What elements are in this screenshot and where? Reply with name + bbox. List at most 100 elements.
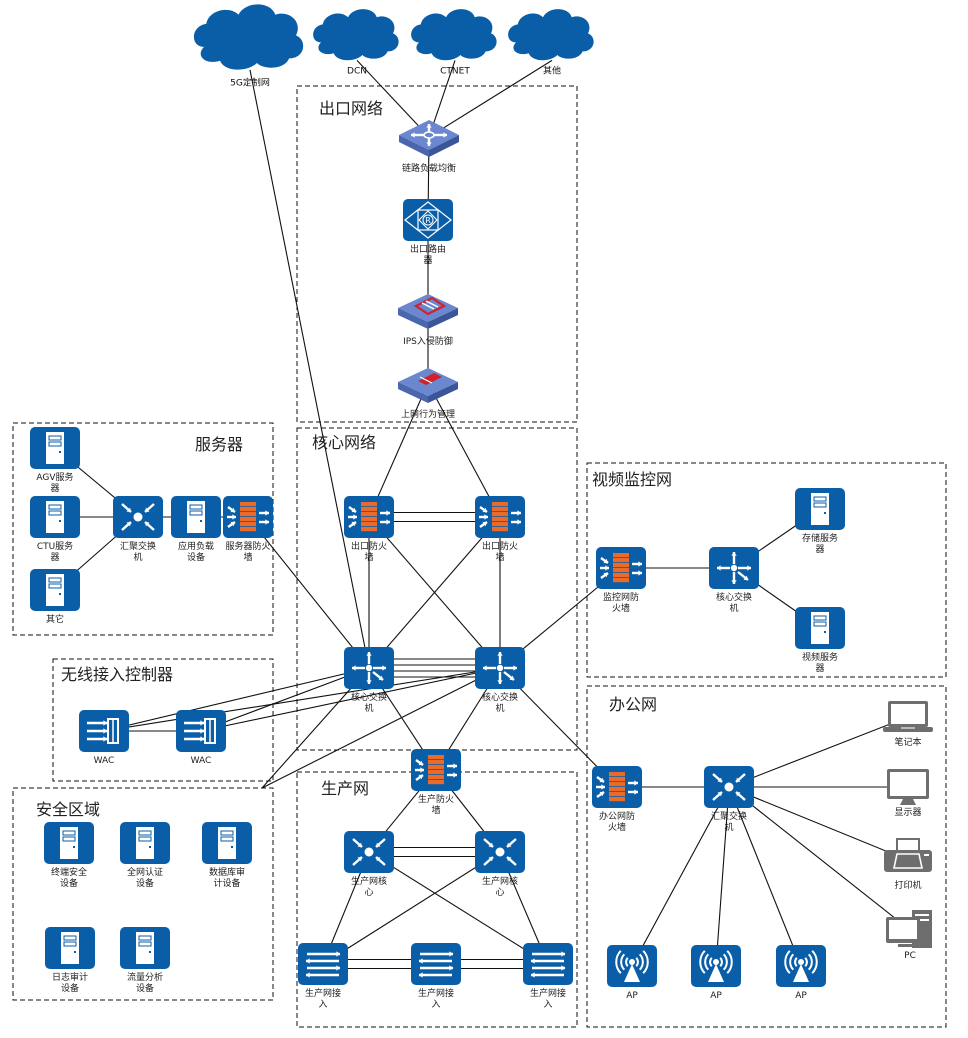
node-label: 墙 (431, 804, 440, 816)
node-srv_other[interactable]: 其它 (30, 569, 80, 625)
access-switch-icon (411, 943, 461, 985)
node-label: 器 (50, 552, 59, 563)
server-icon (30, 427, 80, 469)
link-security-core2 (261, 667, 501, 789)
region-title: 无线接入控制器 (61, 665, 173, 684)
node-wac2[interactable]: WAC (176, 710, 226, 766)
cloud-cother (508, 9, 594, 61)
router-icon: R (403, 199, 453, 241)
node-label: 生产网接 (418, 987, 454, 999)
server-icon (45, 927, 95, 969)
node-printer[interactable]: 打印机 (884, 838, 932, 891)
core-switch-icon (475, 647, 525, 689)
link-agg_office-ap2 (715, 786, 730, 967)
node-label: 设备 (61, 982, 79, 994)
node-label: 流量分析 (127, 971, 163, 983)
node-label: 核心交换 (482, 691, 518, 703)
node-label: 生产网接 (530, 987, 566, 999)
node-label: AGV服务 (36, 471, 73, 483)
cloud-c5g (193, 4, 304, 70)
node-label: 火墙 (612, 602, 630, 614)
region-title: 视频监控网 (592, 470, 672, 489)
node-label: 设备 (187, 551, 205, 563)
node-label: 机 (724, 821, 733, 833)
node-label: 入 (318, 999, 327, 1010)
node-label: 出口防火 (351, 540, 387, 552)
node-ap3[interactable]: AP (776, 945, 826, 1001)
cloud-icon (411, 9, 497, 61)
link-agg_office-laptop (728, 716, 909, 788)
access-switch-icon (298, 943, 348, 985)
ips-icon (398, 294, 458, 329)
link-behavior-fw_exit2 (427, 382, 501, 518)
node-pc[interactable]: PC (886, 910, 932, 961)
node-label: 生产网核 (351, 875, 387, 887)
cloud-cctnet (411, 9, 497, 61)
node-label: 核心交换 (351, 691, 387, 703)
monitor-icon (887, 769, 929, 805)
node-label: 机 (495, 702, 504, 714)
node-lb[interactable]: 链路负载均衡 (399, 120, 459, 174)
node-label: 设备 (136, 877, 154, 889)
node-label: 汇聚交换 (711, 810, 747, 822)
node-label: 器 (50, 483, 59, 494)
region-border (12, 422, 274, 636)
link-pcore1-pacc3 (368, 851, 549, 965)
node-label: 机 (729, 602, 738, 614)
node-ap1[interactable]: AP (607, 945, 657, 1001)
region-border (296, 85, 578, 423)
node-label: 上网行为管理 (401, 408, 455, 420)
aggregation-switch-icon (344, 831, 394, 873)
server-icon (44, 822, 94, 864)
node-label: 设备 (60, 877, 78, 889)
region-wireless: 无线接入控制器 (52, 658, 274, 782)
server-icon (120, 927, 170, 969)
node-ap2[interactable]: AP (691, 945, 741, 1001)
node-monitor[interactable]: 显示器 (887, 769, 929, 818)
access-switch-icon (523, 943, 573, 985)
node-label: 存储服务 (802, 532, 838, 544)
cloud-label: DCN (347, 66, 367, 76)
aggregation-switch-icon (704, 766, 754, 808)
region-border (12, 787, 274, 1001)
node-label: 器 (815, 663, 824, 674)
node-laptop[interactable]: 笔记本 (883, 701, 933, 748)
server-icon (30, 496, 80, 538)
core-switch-icon (344, 647, 394, 689)
link-wac1-core2 (103, 667, 501, 732)
node-wac1[interactable]: WAC (79, 710, 129, 766)
node-ips[interactable]: IPS入侵防御 (398, 294, 458, 347)
nodes-layer: 链路负载均衡R出口路由器IPS入侵防御上网行为管理出口防火墙出口防火墙核心交换机… (30, 120, 933, 1010)
node-behavior[interactable]: 上网行为管理 (398, 368, 458, 420)
region-security: 安全区域 (12, 787, 274, 1001)
